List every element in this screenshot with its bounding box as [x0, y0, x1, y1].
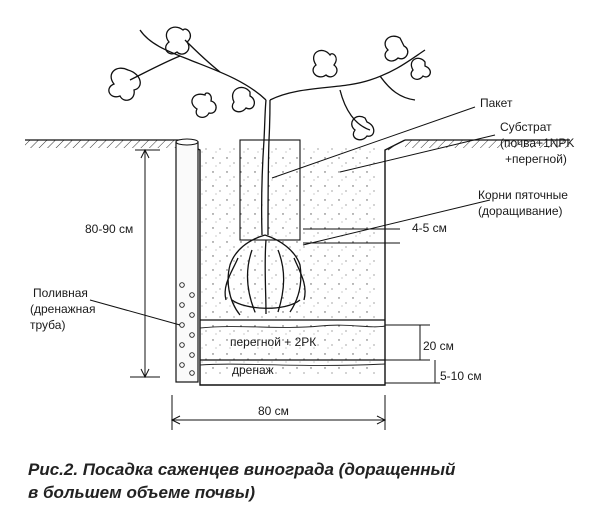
label-korni-2: (доращивание): [478, 204, 563, 218]
label-h20: 20 см: [423, 339, 454, 353]
label-polivnaya-3: труба): [30, 318, 65, 332]
pipe-hole: [179, 282, 185, 288]
label-drenazh: дренаж: [232, 363, 274, 377]
planting-bag: [239, 139, 301, 241]
caption-line-2: в большем объеме почвы): [28, 483, 255, 502]
label-peregnoy: перегной + 2РК: [230, 335, 316, 349]
pipe-hole: [179, 342, 185, 348]
ground-surface: [25, 139, 570, 148]
label-polivnaya-1: Поливная: [33, 286, 88, 300]
dimension-lines: [130, 148, 440, 430]
label-substrat-2: (почва+1NPK: [500, 136, 574, 150]
drainage-pipe: [175, 138, 199, 383]
label-w80: 80 см: [258, 404, 289, 418]
label-dist-45: 4-5 см: [412, 221, 447, 235]
label-substrat-1: Субстрат: [500, 120, 552, 134]
caption-line-1: Рис.2. Посадка саженцев винограда (доращ…: [28, 460, 456, 479]
label-substrat-3: +перегной): [505, 152, 567, 166]
label-polivnaya-2: (дренажная: [30, 302, 95, 316]
pipe-hole: [189, 370, 195, 376]
pointer-lines: [89, 106, 496, 326]
label-depth-8090: 80-90 см: [85, 222, 133, 236]
drainage-layer: [199, 363, 386, 366]
figure-caption: Рис.2. Посадка саженцев винограда (доращ…: [28, 458, 588, 504]
pipe-hole: [189, 312, 195, 318]
grape-seedling: [108, 26, 431, 316]
label-h510: 5-10 см: [440, 369, 482, 383]
pipe-hole: [179, 362, 185, 368]
grape-planting-diagram: Пакет Субстрат (почва+1NPK +перегной) Ко…: [25, 26, 574, 430]
pipe-hole: [189, 352, 195, 358]
pipe-hole: [189, 292, 195, 298]
pipe-hole: [189, 332, 195, 338]
humus-layer: [199, 319, 386, 361]
pipe-hole: [179, 302, 185, 308]
label-paket: Пакет: [480, 96, 513, 110]
label-korni-1: Корни пяточные: [478, 188, 568, 202]
